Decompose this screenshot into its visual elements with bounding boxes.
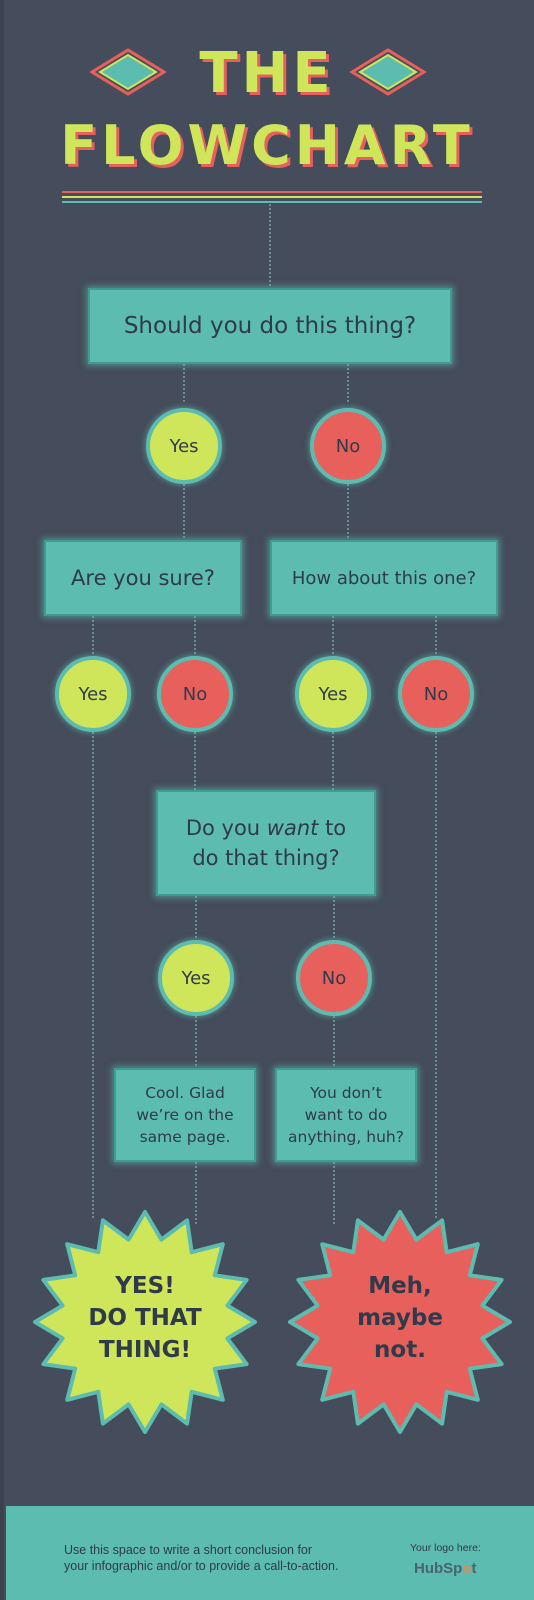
connector-lines <box>92 204 437 1224</box>
node-question-1: Should you do this thing? <box>88 288 452 364</box>
title-line-1: THE <box>199 41 335 106</box>
answer-no-1: No <box>310 408 386 484</box>
message-no-line-2: want to do <box>304 1106 388 1124</box>
node-question-3-label: How about this one? <box>291 567 477 589</box>
logo-label: Your logo here: <box>410 1542 481 1554</box>
q4-text-pre: Do you <box>185 816 267 840</box>
footer-banner: Use this space to write a short conclusi… <box>6 1506 534 1600</box>
footer-line-2: your infographic and/or to provide a cal… <box>64 1559 339 1573</box>
message-yes: Cool. Glad we’re on the same page. <box>114 1068 256 1162</box>
node-question-4: Do you want to do that thing? <box>156 790 376 896</box>
outcome-no-text: Meh, maybe not. <box>320 1270 480 1366</box>
answer-yes-4: Yes <box>158 940 234 1016</box>
outcome-burst-yes <box>33 1210 257 1434</box>
footer-conclusion: Use this space to write a short conclusi… <box>64 1542 384 1574</box>
message-yes-line-1: Cool. Glad <box>145 1084 225 1102</box>
outcome-burst-no <box>288 1210 512 1434</box>
answer-yes-1: Yes <box>146 408 222 484</box>
answer-yes-2: Yes <box>55 656 131 732</box>
node-question-2-label: Are you sure? <box>71 566 215 590</box>
q4-text-post: to <box>318 816 347 840</box>
answer-no-2: No <box>157 656 233 732</box>
q4-text-emphasis: want <box>266 816 319 840</box>
left-diamond-icon <box>89 48 167 96</box>
right-diamond-icon <box>349 48 427 96</box>
q4-text-line2: do that thing? <box>192 846 340 870</box>
answer-yes-3: Yes <box>295 656 371 732</box>
footer-line-1: Use this space to write a short conclusi… <box>64 1543 313 1557</box>
message-no: You don’t want to do anything, huh? <box>275 1068 417 1162</box>
outcome-yes-line-1: YES! <box>115 1273 175 1299</box>
message-yes-line-2: we’re on the <box>136 1106 234 1124</box>
hubspot-logo: HubSpot <box>414 1560 477 1577</box>
title-line-2: FLOWCHART <box>60 114 474 177</box>
message-no-line-1: You don’t <box>310 1084 382 1102</box>
outcome-no-line-3: not. <box>374 1337 426 1363</box>
node-question-3: How about this one? <box>270 540 498 616</box>
title-underline <box>62 191 482 203</box>
left-edge-strip <box>0 0 4 1600</box>
outcome-no-line-1: Meh, <box>368 1273 432 1299</box>
logo-sprocket: o <box>462 1560 472 1577</box>
message-yes-line-3: same page. <box>139 1128 231 1146</box>
outcome-yes-line-3: THING! <box>98 1337 192 1363</box>
answer-no-4: No <box>296 940 372 1016</box>
outcome-yes-text: YES! DO THAT THING! <box>65 1270 225 1366</box>
logo-part-b: t <box>471 1560 477 1577</box>
outcome-yes-line-2: DO THAT <box>88 1305 202 1331</box>
node-question-2: Are you sure? <box>44 540 242 616</box>
logo-part-a: HubSp <box>414 1560 463 1577</box>
outcome-no-line-2: maybe <box>357 1305 443 1331</box>
answer-no-3: No <box>398 656 474 732</box>
message-no-line-3: anything, huh? <box>288 1128 404 1146</box>
node-question-1-label: Should you do this thing? <box>123 313 417 339</box>
